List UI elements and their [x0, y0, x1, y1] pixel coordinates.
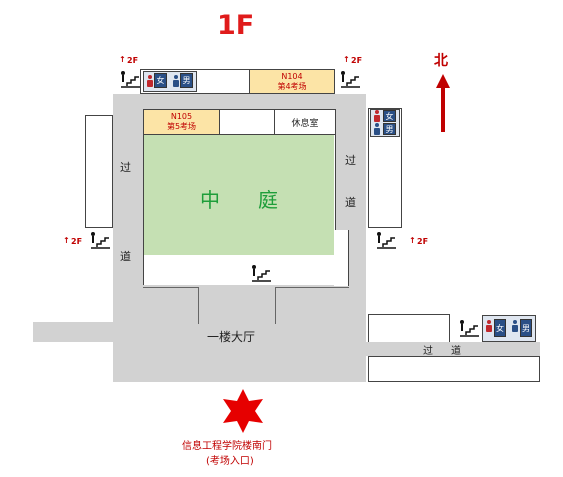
corridor-left-label-1: 过 — [120, 161, 131, 174]
floor-title: 1F — [217, 10, 255, 41]
corridor-bottom-label-2: 道 — [451, 346, 461, 357]
stairs-icon — [252, 265, 271, 282]
room-n105-name: 第5考场 — [166, 122, 197, 131]
female-figure-icon — [374, 110, 380, 122]
up-2f-label: 2F — [71, 237, 83, 246]
female-toilet-sign: 女 — [494, 319, 506, 337]
room-lounge[interactable]: 休息室 — [274, 109, 336, 135]
female-toilet-sign: 女 — [383, 110, 396, 122]
lobby-left-room — [143, 287, 199, 324]
courtyard — [144, 135, 334, 255]
up-arrow-icon: ↑ — [119, 55, 126, 64]
male-toilet-sign: 男 — [520, 319, 532, 337]
room-n105-code: N105 — [170, 112, 193, 121]
stairs-icon — [460, 320, 479, 337]
female-figure-icon — [147, 75, 153, 87]
inner-hall — [144, 256, 348, 285]
room-n104-name: 第4考场 — [277, 82, 307, 91]
room-n105[interactable]: N105 第5考场 — [143, 109, 220, 135]
room-n104[interactable]: N104 第4考场 — [249, 69, 335, 94]
corridor-left-label-2: 道 — [120, 250, 131, 263]
entrance-star-icon[interactable] — [218, 387, 268, 435]
north-label: 北 — [434, 53, 448, 69]
courtyard-label-1: 中 — [200, 188, 220, 212]
up-arrow-icon: ↑ — [63, 236, 70, 245]
corridor-right-label-1: 过 — [345, 154, 356, 167]
bottom-right-room-top — [368, 314, 450, 344]
stairs-icon — [121, 71, 140, 88]
female-figure-icon — [486, 320, 492, 332]
entrance-label: 信息工程学院楼南门 — [182, 441, 272, 452]
up-arrow-icon: ↑ — [343, 55, 350, 64]
north-arrow-icon — [436, 74, 450, 132]
corridor-bottom-label-1: 过 — [423, 346, 433, 357]
lobby-label: 一楼大厅 — [207, 330, 256, 344]
room-n104-code: N104 — [281, 72, 303, 81]
lounge-label: 休息室 — [291, 118, 319, 129]
lobby-right-room — [275, 287, 349, 324]
left-building — [85, 115, 113, 228]
stairs-icon — [341, 71, 360, 88]
up-2f-label: 2F — [417, 237, 429, 246]
male-figure-icon — [512, 320, 518, 332]
courtyard-label-2: 庭 — [258, 188, 278, 212]
bottom-right-corridor — [348, 342, 540, 356]
female-toilet-sign: 女 — [154, 73, 167, 88]
male-figure-icon — [374, 123, 380, 135]
bottom-right-room-bottom — [368, 356, 540, 382]
male-toilet-sign: 男 — [180, 73, 193, 88]
male-toilet-sign: 男 — [383, 123, 396, 135]
up-2f-label: 2F — [351, 56, 363, 65]
room-blank — [219, 109, 275, 135]
entrance-sub-label: (考场入口) — [206, 456, 254, 467]
male-figure-icon — [173, 75, 179, 87]
corridor-right-label-2: 道 — [345, 196, 356, 209]
stairs-icon — [377, 232, 396, 249]
stairs-icon — [91, 232, 110, 249]
up-arrow-icon: ↑ — [409, 236, 416, 245]
up-2f-label: 2F — [127, 56, 139, 65]
left-wing-corridor — [33, 322, 115, 342]
